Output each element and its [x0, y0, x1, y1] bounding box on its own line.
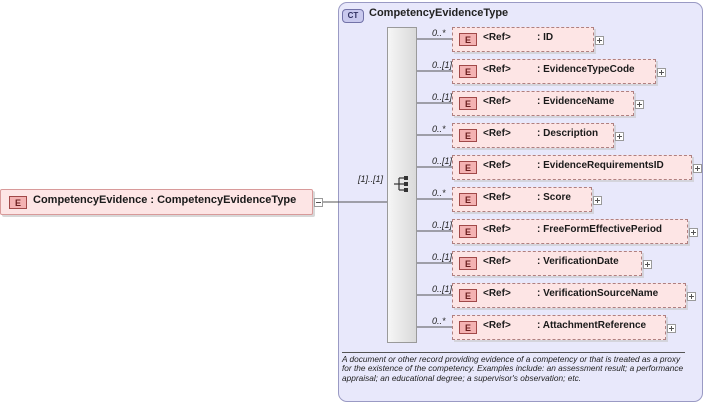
- expand-icon[interactable]: [693, 164, 702, 173]
- child-occurrence: 0..[1]: [432, 252, 453, 262]
- child-element-box[interactable]: [452, 219, 688, 244]
- child-occurrence: 0..[1]: [432, 220, 453, 230]
- root-element-box[interactable]: [0, 189, 313, 215]
- root-element-occurrence: [1]..[1]: [358, 174, 384, 184]
- child-element-badge: E: [459, 161, 477, 174]
- child-element-box[interactable]: [452, 315, 666, 340]
- child-element-name: : VerificationDate: [537, 256, 619, 267]
- child-element-badge: E: [459, 65, 477, 78]
- child-ref-label: <Ref>: [483, 160, 511, 171]
- child-occurrence: 0..*: [432, 124, 446, 134]
- child-occurrence: 0..*: [432, 188, 446, 198]
- child-occurrence: 0..[1]: [432, 92, 453, 102]
- child-ref-label: <Ref>: [483, 256, 511, 267]
- child-element-badge: E: [459, 321, 477, 334]
- child-occurrence: 0..*: [432, 316, 446, 326]
- child-element-name: : Description: [537, 128, 599, 139]
- root-element-label: CompetencyEvidence : CompetencyEvidenceT…: [33, 194, 297, 206]
- child-element-name: : VerificationSourceName: [537, 288, 659, 299]
- child-element-name: : EvidenceName: [537, 96, 615, 107]
- complex-type-badge: CT: [342, 9, 364, 23]
- child-element-badge: E: [459, 289, 477, 302]
- child-ref-label: <Ref>: [483, 224, 511, 235]
- expand-icon[interactable]: [595, 36, 604, 45]
- expand-icon[interactable]: [687, 292, 696, 301]
- child-element-name: : FreeFormEffectivePeriod: [537, 224, 663, 235]
- child-element-box[interactable]: [452, 283, 686, 308]
- sequence-bar: [387, 27, 417, 343]
- expand-icon[interactable]: [667, 324, 676, 333]
- expand-icon[interactable]: [643, 260, 652, 269]
- child-element-box[interactable]: [452, 91, 634, 116]
- child-occurrence: 0..*: [432, 28, 446, 38]
- child-occurrence: 0..[1]: [432, 156, 453, 166]
- child-element-name: : Score: [537, 192, 571, 203]
- child-element-box[interactable]: [452, 59, 656, 84]
- expand-icon[interactable]: [635, 100, 644, 109]
- expand-icon[interactable]: [689, 228, 698, 237]
- child-occurrence: 0..[1]: [432, 60, 453, 70]
- documentation-separator: [342, 352, 685, 353]
- child-element-badge: E: [459, 225, 477, 238]
- child-ref-label: <Ref>: [483, 288, 511, 299]
- child-occurrence: 0..[1]: [432, 284, 453, 294]
- expand-icon[interactable]: [657, 68, 666, 77]
- complex-type-name: CompetencyEvidenceType: [369, 7, 509, 19]
- child-ref-label: <Ref>: [483, 64, 511, 75]
- complex-type-documentation: A document or other record providing evi…: [342, 354, 684, 383]
- child-ref-label: <Ref>: [483, 128, 511, 139]
- child-element-badge: E: [459, 257, 477, 270]
- child-ref-label: <Ref>: [483, 192, 511, 203]
- collapse-icon[interactable]: [314, 198, 323, 207]
- root-element-badge: E: [9, 196, 27, 209]
- child-element-badge: E: [459, 97, 477, 110]
- child-element-badge: E: [459, 129, 477, 142]
- expand-icon[interactable]: [615, 132, 624, 141]
- child-element-name: : EvidenceRequirementsID: [537, 160, 664, 171]
- child-ref-label: <Ref>: [483, 96, 511, 107]
- expand-icon[interactable]: [593, 196, 602, 205]
- child-element-name: : AttachmentReference: [537, 320, 647, 331]
- child-element-name: : EvidenceTypeCode: [537, 64, 635, 75]
- child-element-box[interactable]: [452, 251, 642, 276]
- child-element-name: : ID: [537, 32, 554, 43]
- child-ref-label: <Ref>: [483, 320, 511, 331]
- child-element-box[interactable]: [452, 123, 614, 148]
- child-element-badge: E: [459, 193, 477, 206]
- sequence-compositor-icon[interactable]: [394, 176, 412, 192]
- child-ref-label: <Ref>: [483, 32, 511, 43]
- child-element-box[interactable]: [452, 155, 692, 180]
- child-element-badge: E: [459, 33, 477, 46]
